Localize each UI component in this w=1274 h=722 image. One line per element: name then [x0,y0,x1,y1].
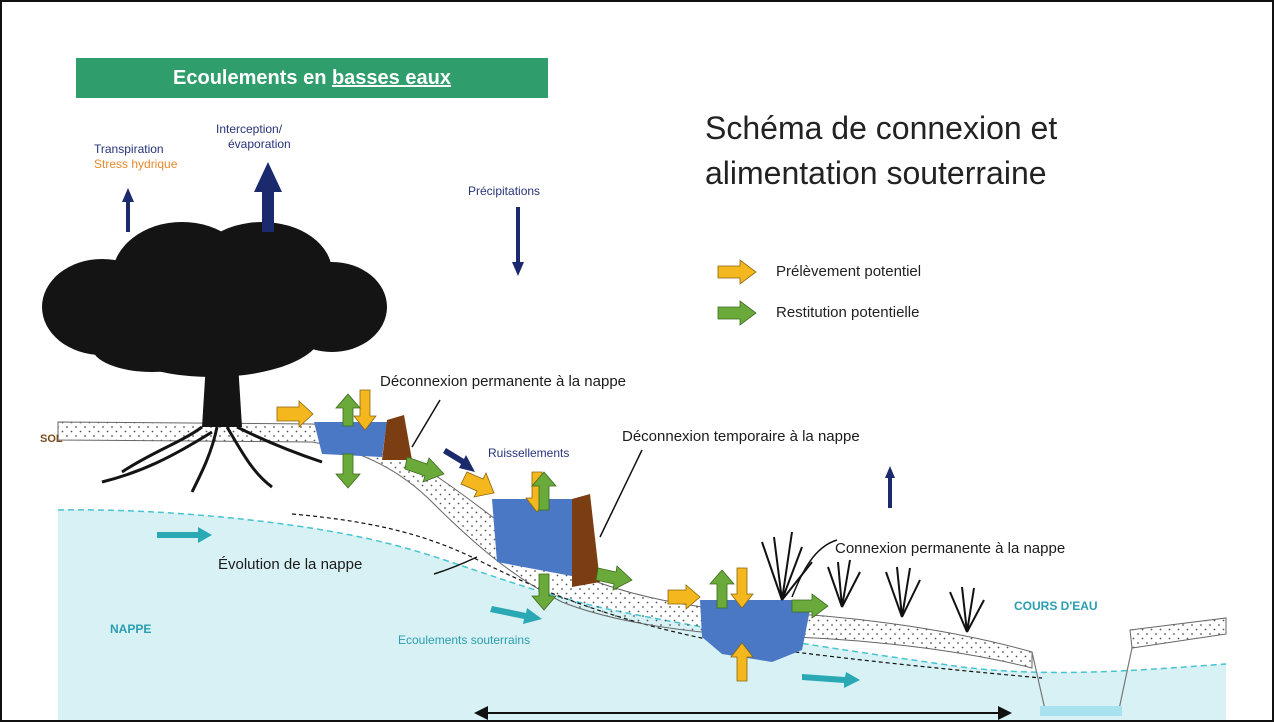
page-title: Schéma de connexion et alimentation sout… [705,106,1225,196]
pond-2 [492,499,577,577]
upward-flux-arrow-icon [885,466,895,508]
transpiration-text: Transpiration [94,142,164,156]
leader-lines [411,399,838,598]
interception-label: Interception/ évaporation [216,122,291,152]
runoff-label: Ruissellements [488,446,570,460]
extent-arrow-icon [474,706,1012,720]
stress-text: Stress hydrique [94,157,178,171]
interception-arrow-icon [254,162,282,232]
title-line-1: Schéma de connexion et [705,110,1058,146]
river-water [1040,706,1122,716]
soil-layer [57,421,1033,669]
river-label: COURS D'EAU [1014,599,1098,613]
navy-arrows [122,162,895,508]
groundwater-flow-arrow-icon [802,672,860,688]
restitution-arrows [335,393,829,619]
legend-withdrawal-label: Prélèvement potentiel [776,263,922,280]
dam-1 [382,415,412,460]
soil-label: SOL [40,433,63,445]
legend-restitution-label: Restitution potentielle [776,304,920,321]
water-table-evolution-label: Évolution de la nappe [218,556,363,573]
precipitation-arrow-icon [512,207,524,276]
groundwater-flow-arrow-icon [157,527,212,543]
groundwater-label: NAPPE [110,622,152,636]
temporary-disconnection-label: Déconnexion temporaire à la nappe [622,428,860,445]
groundwater-area [58,509,1226,720]
pond-3 [700,600,812,662]
banner-prefix: Ecoulements en [173,67,332,89]
permanent-connection-label: Connexion permanente à la nappe [835,540,1066,557]
underground-flow-label: Ecoulements souterrains [398,633,531,647]
soil-layer-right [1129,617,1227,649]
runoff-arrow-icon [443,448,475,472]
interception-text-1: Interception/ [216,122,283,136]
title-line-2: alimentation souterraine [705,154,1047,191]
legend-withdrawal-swatch-icon [717,259,757,285]
transpiration-label: Transpiration Stress hydrique [94,142,177,172]
pond-1 [314,422,387,457]
permanent-disconnection-label: Déconnexion permanente à la nappe [380,373,627,390]
banner-emphasis: basses eaux [331,67,451,89]
interception-text-2: évaporation [228,137,291,151]
banner-title: Ecoulements en basses eaux [76,58,548,98]
precipitations-label: Précipitations [468,184,541,198]
reed-icon [761,531,985,633]
tree-icon [42,222,387,493]
groundwater-flow-arrow-icon [490,606,542,624]
teal-arrows [157,527,860,688]
transpiration-arrow-icon [122,188,134,232]
dam-2 [572,494,600,587]
legend-restitution-swatch-icon [717,300,757,326]
